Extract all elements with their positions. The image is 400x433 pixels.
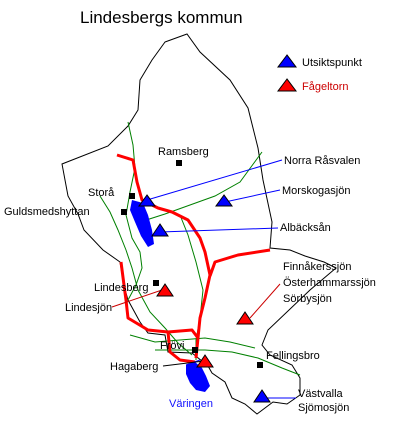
- road: [179, 214, 204, 360]
- birdtower-triangle-icon: [236, 311, 254, 325]
- roads: [99, 121, 301, 376]
- site-label-varingen: Väringen: [169, 398, 213, 410]
- viewpoint-triangle-icon: [253, 389, 271, 403]
- railway: [119, 261, 200, 339]
- site-label-osterhammarssjon: Österhammarssjön: [283, 277, 376, 289]
- place-label-stora: Storå: [88, 187, 115, 199]
- pointer-lines-red: [111, 283, 281, 319]
- site-label-sjomosjon: Sjömosjön: [298, 402, 349, 414]
- viewpoint-triangle-icon: [151, 223, 169, 237]
- place-label-ramsberg: Ramsberg: [158, 146, 209, 158]
- road: [139, 151, 263, 223]
- railway: [116, 153, 212, 359]
- site-label-finnakerssjon: Finnåkerssjön: [283, 261, 351, 273]
- place-label-hagaberg: Hagaberg: [110, 361, 158, 373]
- town-marker-lindesberg: [153, 280, 159, 286]
- place-label-frovi: Frövi: [160, 340, 184, 352]
- pointer-line: [111, 289, 163, 308]
- railways: [116, 153, 271, 364]
- place-label-lindesberg: Lindesberg: [94, 282, 148, 294]
- site-label-albacksan: Albäcksån: [280, 222, 331, 234]
- railway: [166, 331, 196, 364]
- place-label-guldsmedshyttan: Guldsmedshyttan: [4, 206, 90, 218]
- pointer-line: [159, 227, 279, 233]
- town-marker-stora: [129, 193, 135, 199]
- birdtower-triangle-icon: [156, 283, 174, 297]
- road: [155, 349, 301, 376]
- road: [129, 334, 256, 349]
- birdtower-markers: [156, 283, 254, 368]
- place-label-fellingsbro: Fellingsbro: [266, 350, 320, 362]
- town-marker-frovi: [192, 347, 198, 353]
- lake: [130, 200, 154, 247]
- viewpoint-triangle-icon: [215, 194, 233, 207]
- road: [99, 195, 193, 356]
- pointer-lines: [146, 159, 296, 399]
- pointer-line: [146, 159, 283, 201]
- viewpoint-triangle-icon: [138, 194, 156, 207]
- lake-varingen: [186, 362, 210, 392]
- viewpoint-markers: [138, 194, 271, 403]
- site-label-norra-rasvalen: Norra Råsvalen: [284, 155, 360, 167]
- town-markers: [121, 160, 263, 368]
- site-label-sorbysjon: Sörbysjön: [283, 293, 332, 305]
- legend-birdtower-label: Fågeltorn: [302, 81, 348, 93]
- site-label-lindesjon: Lindesjön: [65, 302, 112, 314]
- site-label-morskogasjon: Morskogasjön: [282, 185, 350, 197]
- town-marker-guldsmedshyttan: [121, 209, 127, 215]
- town-marker-ramsberg: [176, 160, 182, 166]
- birdtower-triangle-icon: [196, 354, 214, 368]
- map-title: Lindesbergs kommun: [80, 8, 243, 27]
- road: [125, 121, 143, 301]
- legend-birdtower-icon: [277, 78, 297, 92]
- legend-viewpoint-label: Utsiktspunkt: [302, 57, 362, 69]
- legend: Utsiktspunkt Fågeltorn: [277, 54, 362, 93]
- municipality-border: [61, 33, 337, 415]
- railway: [208, 248, 271, 277]
- pointer-line: [224, 189, 281, 203]
- legend-viewpoint-icon: [277, 54, 297, 68]
- town-marker-fellingsbro: [257, 362, 263, 368]
- pointer-line: [162, 360, 205, 367]
- pointer-line: [249, 283, 281, 319]
- pointer-lines-black: [162, 360, 205, 367]
- site-label-vastvalla: Västvalla: [298, 388, 344, 400]
